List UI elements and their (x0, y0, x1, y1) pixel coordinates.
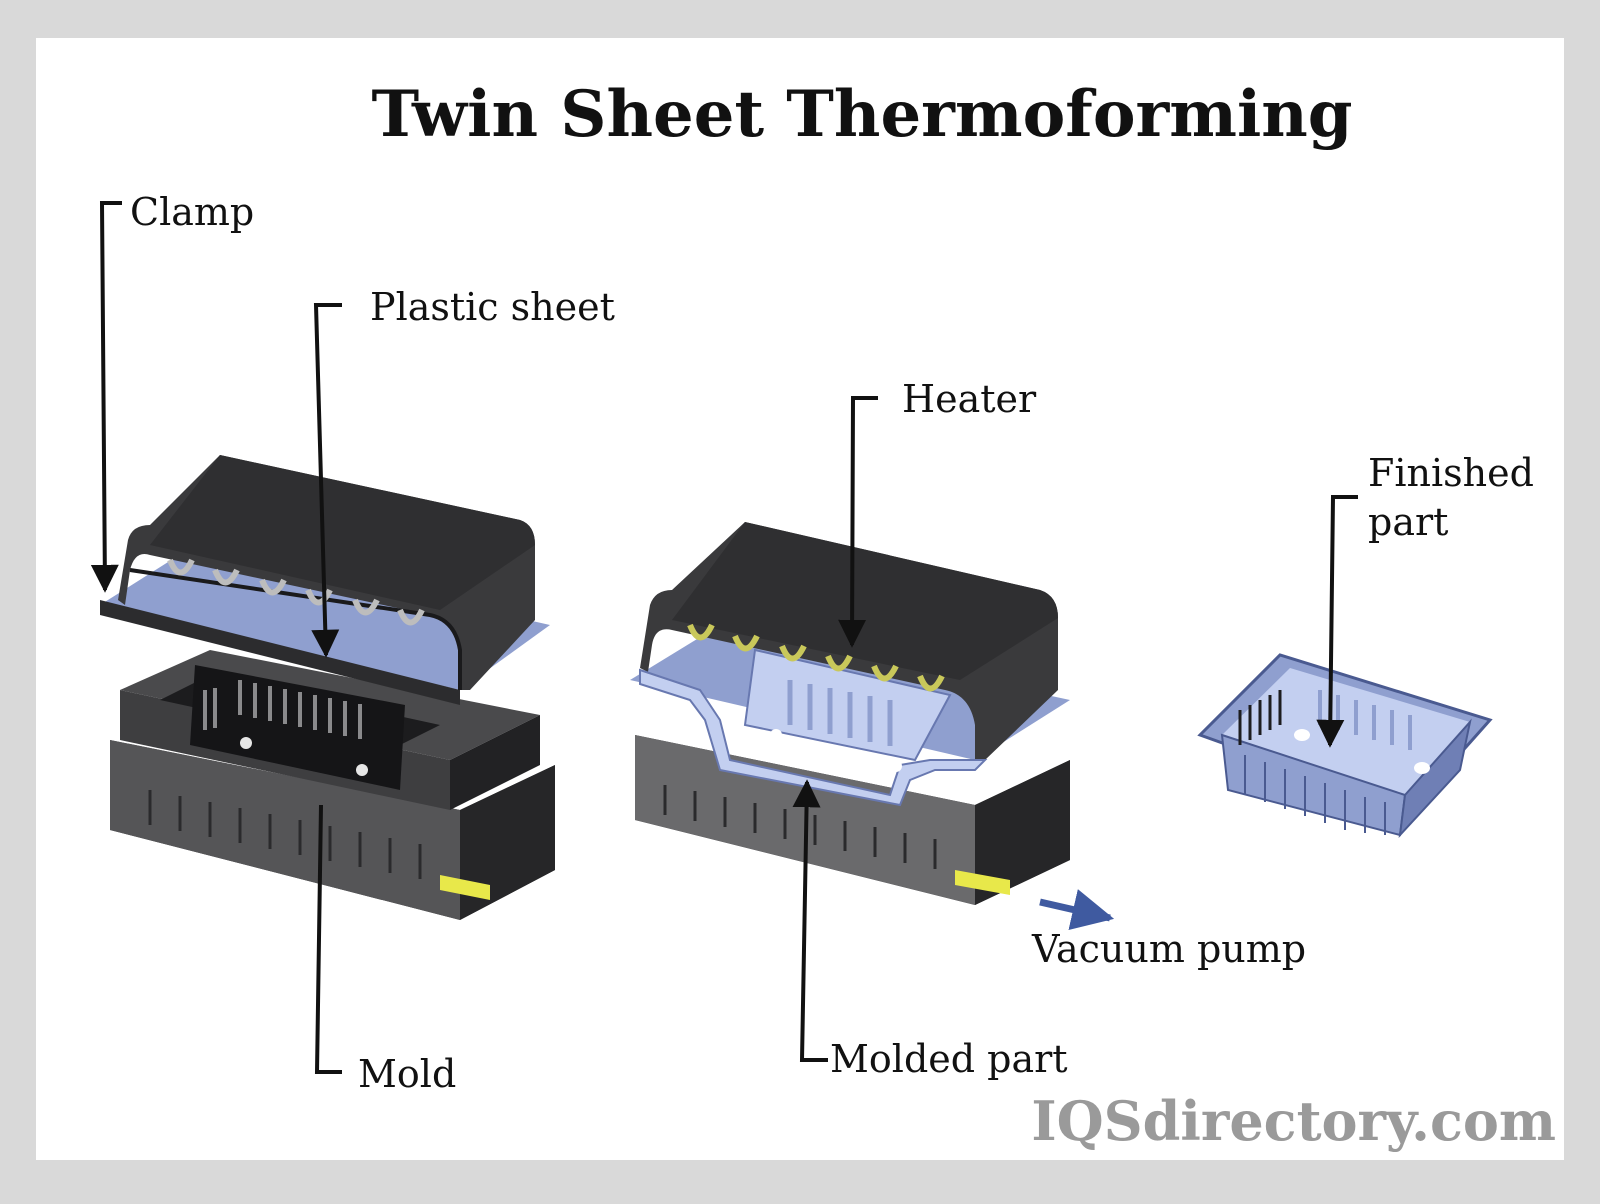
finished-part-label-line2: part (1368, 500, 1448, 544)
leader-lines (90, 201, 1358, 1074)
valve-icon (440, 875, 490, 900)
vacuum-arrow-icon (1039, 889, 1115, 931)
heater-leader (838, 396, 878, 648)
finished-part (1197, 653, 1493, 838)
clamp-label: Clamp (130, 190, 254, 234)
finished-part-leader (1316, 495, 1358, 748)
watermark-logo: IQSdirectory.com (1031, 1089, 1556, 1153)
plastic-sheet-label: Plastic sheet (370, 285, 615, 329)
diagram-title: Twin Sheet Thermoforming (371, 77, 1352, 152)
valve-icon (955, 870, 1010, 895)
heater-label: Heater (902, 377, 1037, 421)
finished-part-label-line1: Finished (1368, 451, 1534, 495)
mold-base-left (110, 650, 555, 920)
vacuum-pump-label: Vacuum pump (1031, 927, 1306, 971)
thermoformer-open (100, 455, 555, 920)
clamp-leader (90, 201, 122, 593)
plastic-sheet-leader (311, 303, 342, 658)
molded-part-leader (792, 779, 828, 1062)
mold-label: Mold (358, 1052, 456, 1096)
mold-leader (314, 804, 342, 1074)
molded-part-label: Molded part (830, 1037, 1068, 1081)
